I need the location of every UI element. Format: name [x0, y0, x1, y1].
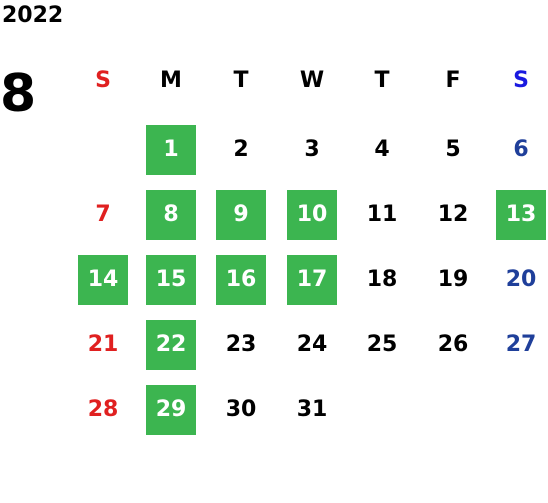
calendar-day[interactable]: 21	[87, 332, 119, 357]
weekday-header: T	[233, 68, 249, 93]
weekday-header: M	[160, 68, 182, 93]
calendar-day[interactable]: 8	[146, 190, 196, 240]
calendar-day[interactable]: 10	[287, 190, 337, 240]
calendar-day[interactable]: 27	[505, 332, 537, 357]
calendar-day[interactable]: 5	[445, 137, 461, 162]
calendar-day[interactable]: 3	[304, 137, 320, 162]
calendar-day[interactable]: 7	[95, 202, 111, 227]
calendar-day[interactable]: 1	[146, 125, 196, 175]
calendar-year: 2022	[2, 3, 64, 28]
calendar-day[interactable]: 20	[505, 267, 537, 292]
calendar-day[interactable]: 2	[233, 137, 249, 162]
calendar-day[interactable]: 28	[87, 397, 119, 422]
calendar-day[interactable]: 15	[146, 255, 196, 305]
calendar-day[interactable]: 29	[146, 385, 196, 435]
calendar-month: 8	[0, 64, 37, 124]
calendar-day[interactable]: 11	[366, 202, 398, 227]
calendar-day[interactable]: 19	[437, 267, 469, 292]
calendar-day[interactable]: 17	[287, 255, 337, 305]
calendar-day[interactable]: 22	[146, 320, 196, 370]
calendar-day[interactable]: 31	[296, 397, 328, 422]
calendar-day[interactable]: 16	[216, 255, 266, 305]
weekday-header: W	[299, 68, 325, 93]
calendar-day[interactable]: 23	[225, 332, 257, 357]
calendar-day[interactable]: 14	[78, 255, 128, 305]
calendar-day[interactable]: 12	[437, 202, 469, 227]
weekday-header: F	[445, 68, 461, 93]
calendar-day[interactable]: 30	[225, 397, 257, 422]
calendar-day[interactable]: 26	[437, 332, 469, 357]
calendar-day[interactable]: 13	[496, 190, 546, 240]
weekday-header: S	[95, 68, 111, 93]
calendar-day[interactable]: 6	[513, 137, 529, 162]
weekday-header: T	[374, 68, 390, 93]
calendar-day[interactable]: 4	[374, 137, 390, 162]
calendar-day[interactable]: 9	[216, 190, 266, 240]
calendar-day[interactable]: 25	[366, 332, 398, 357]
calendar-day[interactable]: 18	[366, 267, 398, 292]
calendar-day[interactable]: 24	[296, 332, 328, 357]
weekday-header: S	[513, 68, 529, 93]
